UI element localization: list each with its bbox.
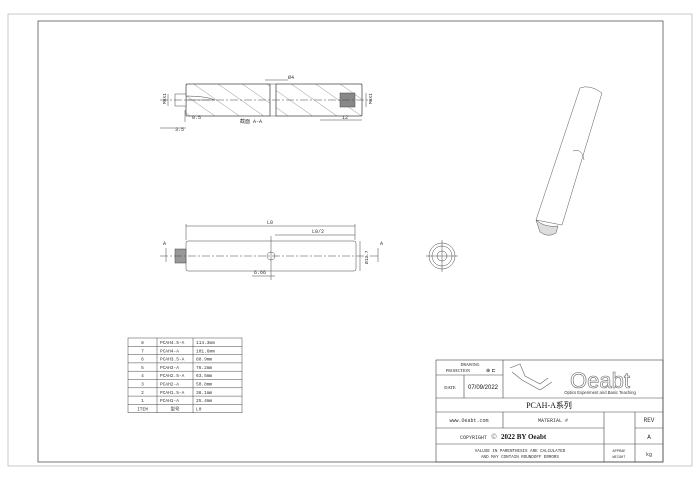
table-cell: PCAH1.5-A <box>160 390 185 396</box>
copyright-icon: © <box>491 433 498 441</box>
copyright-text: 2022 BY Oeabt <box>501 433 547 441</box>
table-cell: 50.8mm <box>196 382 213 388</box>
table-cell: PCAH4.5-A <box>160 340 185 346</box>
diameter-label: Ø12.7 <box>363 250 370 264</box>
table-border <box>127 337 243 413</box>
table-cell: PCAH2-A <box>160 382 179 388</box>
table-cell: 6 <box>141 357 144 363</box>
projection-symbol-icon: ⊕ ⊏ <box>486 368 496 374</box>
table-cell: 5 <box>141 365 144 371</box>
hole-dim-label: 6.66 <box>254 270 266 276</box>
thread-left-label: M6X1 <box>162 93 168 104</box>
weight-unit: kg <box>646 452 652 458</box>
date-value: 07/09/2022 <box>468 385 499 391</box>
table-cell: 101.6mm <box>196 348 215 354</box>
note-line2: AND MAY CONTAIN ROUNDOFF ERRORS <box>481 456 559 460</box>
table-cell: 4 <box>141 373 144 379</box>
inner-frame <box>37 20 664 463</box>
table-cell: 8 <box>141 340 144 346</box>
note-line1: VALUSE IN PARENTHESIS ARE CALCULATED <box>475 450 566 454</box>
table-cell: 3 <box>141 382 144 388</box>
section-view <box>160 79 372 129</box>
table-cell: 7 <box>141 348 144 354</box>
section-mark-right: A <box>380 241 383 247</box>
rev-value: A <box>647 434 651 441</box>
website: www.Oeabt.com <box>449 418 488 424</box>
material-label: MATERIAL # <box>538 418 568 424</box>
table-cell: 63.5mm <box>196 373 213 379</box>
appr-label: APPRAE <box>613 450 626 454</box>
table-cell: 1 <box>141 398 144 404</box>
outer-frame <box>7 13 693 467</box>
hole-dia-label: Ø4 <box>288 74 294 81</box>
drawing-label: DRAWING <box>460 362 479 367</box>
rev-label: REV <box>644 417 655 424</box>
dim-right-label: 12 <box>342 115 348 121</box>
dim-small-label: 0.5 <box>192 115 201 121</box>
front-view <box>160 224 380 280</box>
half-length-label: L0/2 <box>312 229 324 235</box>
table-cell: PCAH1-A <box>160 398 179 404</box>
table-cell: 88.9mm <box>196 357 213 363</box>
table-cell: 2 <box>141 390 144 396</box>
title-block <box>435 359 664 463</box>
table-cell: PCAH3-A <box>160 365 179 371</box>
table-cell: 38.1mm <box>196 390 213 396</box>
section-caption: 截面 A-A <box>240 118 262 125</box>
drawing-title: PCAH-A系列 <box>526 400 572 410</box>
table-cell: 114.3mm <box>196 340 215 346</box>
weight-label: WEIGHT <box>613 456 627 460</box>
section-mark-left: A <box>163 241 166 247</box>
dim-left-label: 3.5 <box>175 127 184 133</box>
thread-right-label: M6X1 <box>368 93 374 104</box>
projection-label: PROJECTION <box>446 368 470 373</box>
copyright-label: COPYRIGHT <box>460 435 487 441</box>
table-cell: PCAH3.5-A <box>160 357 185 363</box>
date-label: DATE <box>444 385 456 390</box>
isometric-view <box>535 86 603 236</box>
table-header-cell: ITEM <box>137 406 148 412</box>
table-header-cell: L0 <box>196 406 202 412</box>
table-cell: 25.4mm <box>196 398 213 404</box>
length-label: L0 <box>267 220 273 226</box>
oeabt-logo: Oeabt <box>570 368 630 393</box>
table-header-cell: 型号 <box>171 405 180 412</box>
logo-tagline: Optics Experiment and Basic Teaching <box>564 390 636 395</box>
table-cell: PCAH2.5-A <box>160 373 185 379</box>
table-cell: PCAH4-A <box>160 348 179 354</box>
table-cell: 76.2mm <box>196 365 213 371</box>
end-view <box>426 240 458 272</box>
parts-table: 8 PCAH4.5-A 114.3mm 7 PCAH4-A 101.6mm 6 PCAH3.5… <box>127 337 243 413</box>
